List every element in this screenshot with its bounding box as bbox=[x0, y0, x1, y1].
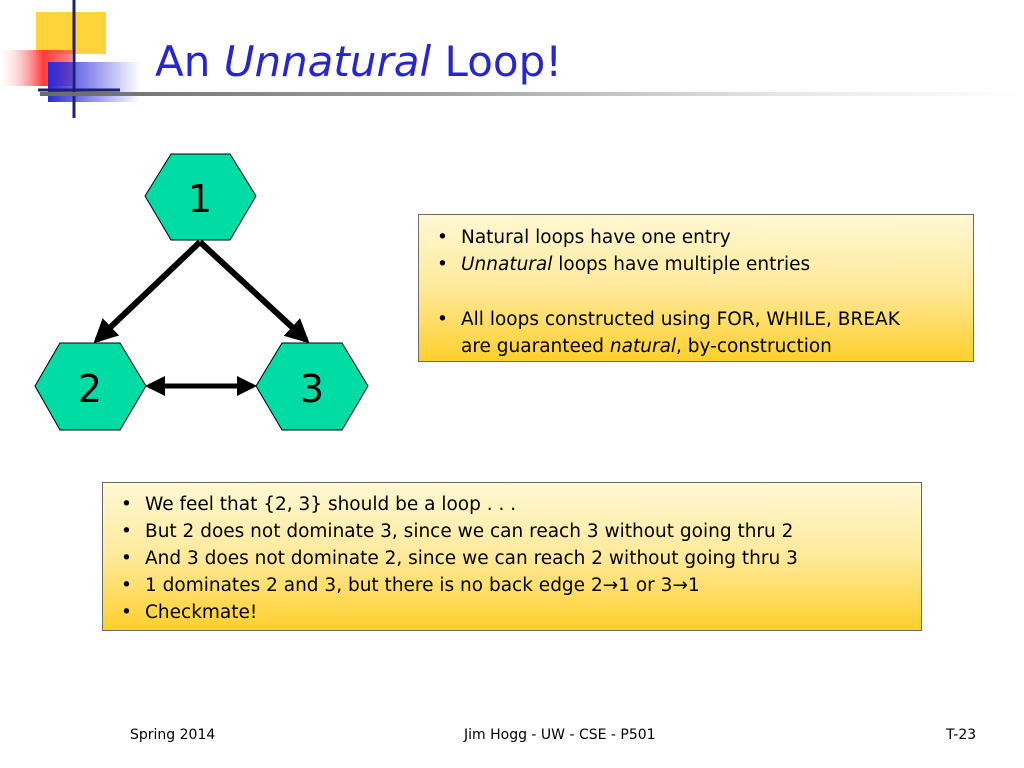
node-1-label: 1 bbox=[188, 177, 212, 221]
control-flow-graph: 1 2 3 bbox=[34, 153, 369, 431]
title-prefix: An bbox=[155, 37, 224, 86]
edge-1-2 bbox=[93, 239, 203, 344]
natural-loops-note: •Natural loops have one entry •Unnatural… bbox=[418, 214, 974, 362]
footer-date: Spring 2014 bbox=[130, 727, 216, 743]
footer-author: Jim Hogg - UW - CSE - P501 bbox=[464, 727, 656, 743]
list-item: •And 3 does not dominate 2, since we can… bbox=[121, 548, 798, 569]
node-2-label: 2 bbox=[78, 367, 102, 411]
list-item: •Unnatural loops have multiple entries bbox=[437, 254, 811, 275]
dominance-note: •We feel that {2, 3} should be a loop . … bbox=[102, 482, 922, 631]
slide-title: An Unnatural Loop! bbox=[155, 36, 562, 88]
title-emphasis: Unnatural bbox=[223, 37, 432, 86]
title-suffix: Loop! bbox=[431, 37, 563, 86]
node-2: 2 bbox=[34, 342, 147, 431]
slide-logo bbox=[0, 0, 140, 118]
list-item: •1 dominates 2 and 3, but there is no ba… bbox=[121, 575, 700, 596]
node-3: 3 bbox=[255, 342, 369, 431]
edge-1-3 bbox=[197, 239, 310, 344]
list-item: •We feel that {2, 3} should be a loop . … bbox=[121, 494, 517, 515]
list-item: •Checkmate! bbox=[121, 602, 258, 623]
list-item: •Natural loops have one entry bbox=[437, 227, 731, 248]
node-3-label: 3 bbox=[300, 367, 324, 411]
footer-slide-number: T-23 bbox=[946, 727, 977, 743]
list-item: •All loops constructed using FOR, WHILE,… bbox=[437, 309, 900, 357]
list-item: •But 2 does not dominate 3, since we can… bbox=[121, 521, 794, 542]
node-1: 1 bbox=[144, 153, 257, 241]
title-underline bbox=[40, 92, 1024, 96]
list-spacer bbox=[429, 278, 963, 306]
